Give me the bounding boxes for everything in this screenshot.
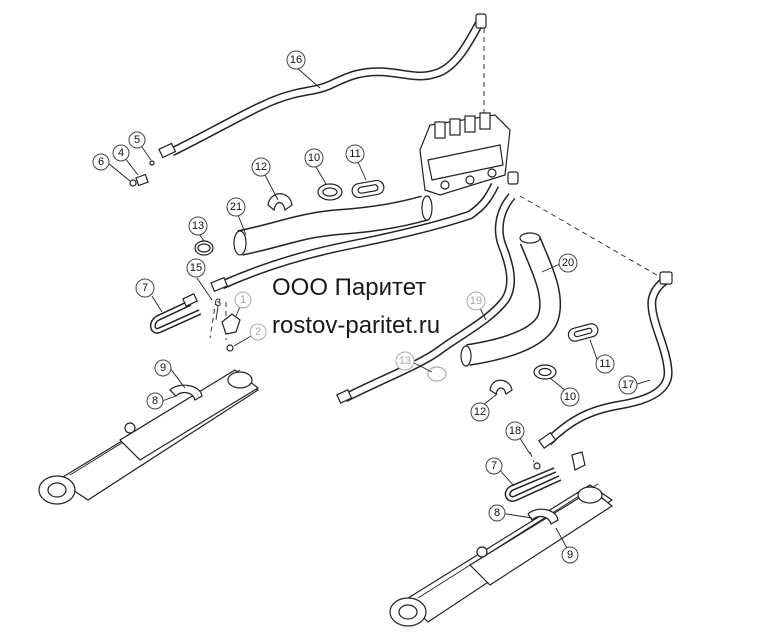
callout-7-right: 7 (485, 457, 503, 475)
clamp-12-right (489, 379, 513, 395)
callout-5: 5 (128, 131, 146, 149)
callout-12-right: 12 (470, 402, 490, 422)
dashed-connector (519, 195, 663, 279)
svg-text:16: 16 (290, 54, 302, 66)
callout-6: 6 (92, 153, 110, 171)
svg-text:21: 21 (230, 201, 242, 213)
callout-20: 20 (558, 253, 578, 273)
dashed-connector (209, 299, 217, 339)
svg-text:11: 11 (599, 358, 610, 370)
svg-text:13: 13 (399, 355, 411, 367)
svg-text:1: 1 (240, 294, 246, 306)
callout-15: 15 (186, 258, 206, 278)
svg-text:6: 6 (98, 156, 104, 168)
svg-text:9: 9 (567, 549, 573, 561)
fitting-18 (533, 451, 586, 471)
callout-9-right: 9 (561, 546, 579, 564)
callout-7: 7 (135, 278, 155, 298)
callout-18: 18 (505, 421, 525, 441)
watermark-company: ООО Паритет (272, 274, 426, 301)
callout-16: 16 (286, 50, 306, 70)
svg-text:8: 8 (494, 507, 500, 519)
clamp-13-right (427, 366, 447, 382)
hose-lower-left (210, 182, 500, 293)
control-valve-block (419, 112, 519, 196)
callout-4: 4 (112, 144, 130, 162)
clamp-12-left (267, 193, 293, 212)
grommet-11-left (351, 179, 385, 199)
callout-2: 2 (249, 323, 267, 341)
svg-text:20: 20 (562, 257, 574, 269)
grommet-10-left (317, 183, 343, 201)
pipe-7-left (150, 293, 202, 334)
svg-text:17: 17 (622, 379, 634, 391)
hose-17 (538, 271, 673, 449)
dashed-connector (529, 451, 535, 463)
fitting-1 (221, 313, 241, 352)
svg-text:8: 8 (152, 395, 158, 407)
leader-lines (151, 66, 651, 551)
callout-13-grey: 13 (395, 351, 415, 371)
fittings-4-5-6 (107, 139, 155, 187)
svg-text:7: 7 (491, 460, 497, 472)
callout-8: 8 (146, 392, 164, 410)
svg-text:9: 9 (160, 362, 166, 374)
hydraulic-cylinder-right (389, 483, 614, 627)
callout-12: 12 (251, 157, 271, 177)
hose-16 (158, 13, 487, 159)
svg-text:12: 12 (474, 406, 486, 418)
svg-text:18: 18 (509, 425, 521, 437)
callout-8-right: 8 (488, 504, 506, 522)
grommet-10-right (533, 364, 557, 380)
callout-9: 9 (154, 359, 172, 377)
callout-21: 21 (226, 197, 246, 217)
svg-text:11: 11 (349, 148, 360, 160)
callout-10-right: 10 (560, 387, 580, 407)
hose-21 (233, 195, 433, 256)
svg-text:10: 10 (564, 391, 576, 403)
svg-text:3: 3 (215, 297, 221, 309)
svg-text:2: 2 (255, 326, 261, 338)
svg-text:4: 4 (118, 147, 124, 159)
svg-text:12: 12 (255, 161, 267, 173)
svg-text:10: 10 (308, 152, 320, 164)
callout-10: 10 (304, 148, 324, 168)
svg-text:5: 5 (134, 134, 140, 146)
svg-text:19: 19 (470, 295, 482, 307)
hose-20 (460, 232, 562, 367)
watermark: ООО Паритет rostov-paritet.ru (272, 274, 440, 339)
pipe-7-right (504, 467, 562, 502)
callout-1: 1 (234, 291, 252, 309)
callout-11: 11 (345, 144, 365, 164)
grommet-11-right (567, 323, 599, 342)
svg-text:7: 7 (142, 282, 148, 294)
clamp-13-left (194, 240, 214, 256)
callout-19: 19 (466, 291, 486, 311)
callout-3: 3 (215, 297, 221, 309)
callout-17: 17 (618, 375, 638, 395)
callout-11-right: 11 (595, 354, 615, 374)
hydraulic-cylinder-left (38, 369, 260, 505)
callout-13: 13 (188, 216, 208, 236)
watermark-site: rostov-paritet.ru (272, 312, 440, 339)
svg-text:15: 15 (190, 262, 202, 274)
svg-text:13: 13 (192, 220, 204, 232)
